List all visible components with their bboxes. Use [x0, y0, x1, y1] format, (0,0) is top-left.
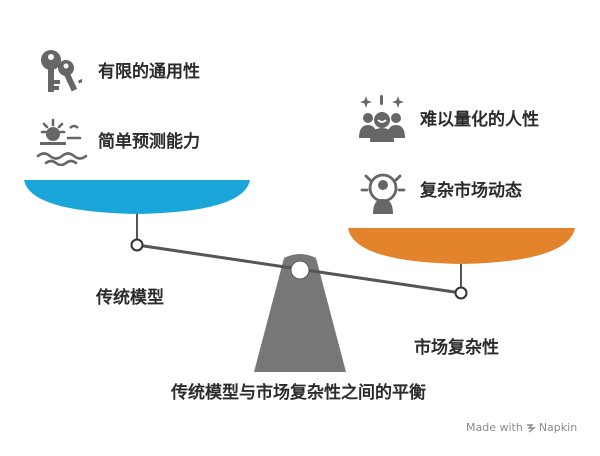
- left-pan: [24, 180, 250, 214]
- right-item-label-2: 复杂市场动态: [420, 181, 522, 201]
- right-pan-label: 市场复杂性: [414, 338, 499, 358]
- keys-icon: [41, 50, 82, 92]
- napkin-credit: Made with Napkin: [466, 421, 577, 434]
- footer-brand: Napkin: [538, 421, 578, 434]
- fulcrum: [254, 254, 346, 372]
- person-target-icon: [360, 173, 406, 214]
- left-joint: [130, 238, 144, 252]
- right-joint: [454, 286, 468, 300]
- sun-over-water-icon: [36, 118, 88, 166]
- people-sparkle-icon: [359, 95, 405, 142]
- napkin-logo-icon: [526, 423, 536, 433]
- diagram-title: 传统模型与市场复杂性之间的平衡: [171, 383, 426, 403]
- right-pan: [348, 228, 575, 264]
- footer-text: Made with: [466, 421, 523, 434]
- left-item-label-1: 有限的通用性: [98, 62, 200, 82]
- left-item-label-2: 简单预测能力: [98, 132, 200, 152]
- pivot-hole: [290, 260, 310, 280]
- right-item-label-1: 难以量化的人性: [420, 110, 539, 130]
- left-pan-label: 传统模型: [96, 288, 164, 308]
